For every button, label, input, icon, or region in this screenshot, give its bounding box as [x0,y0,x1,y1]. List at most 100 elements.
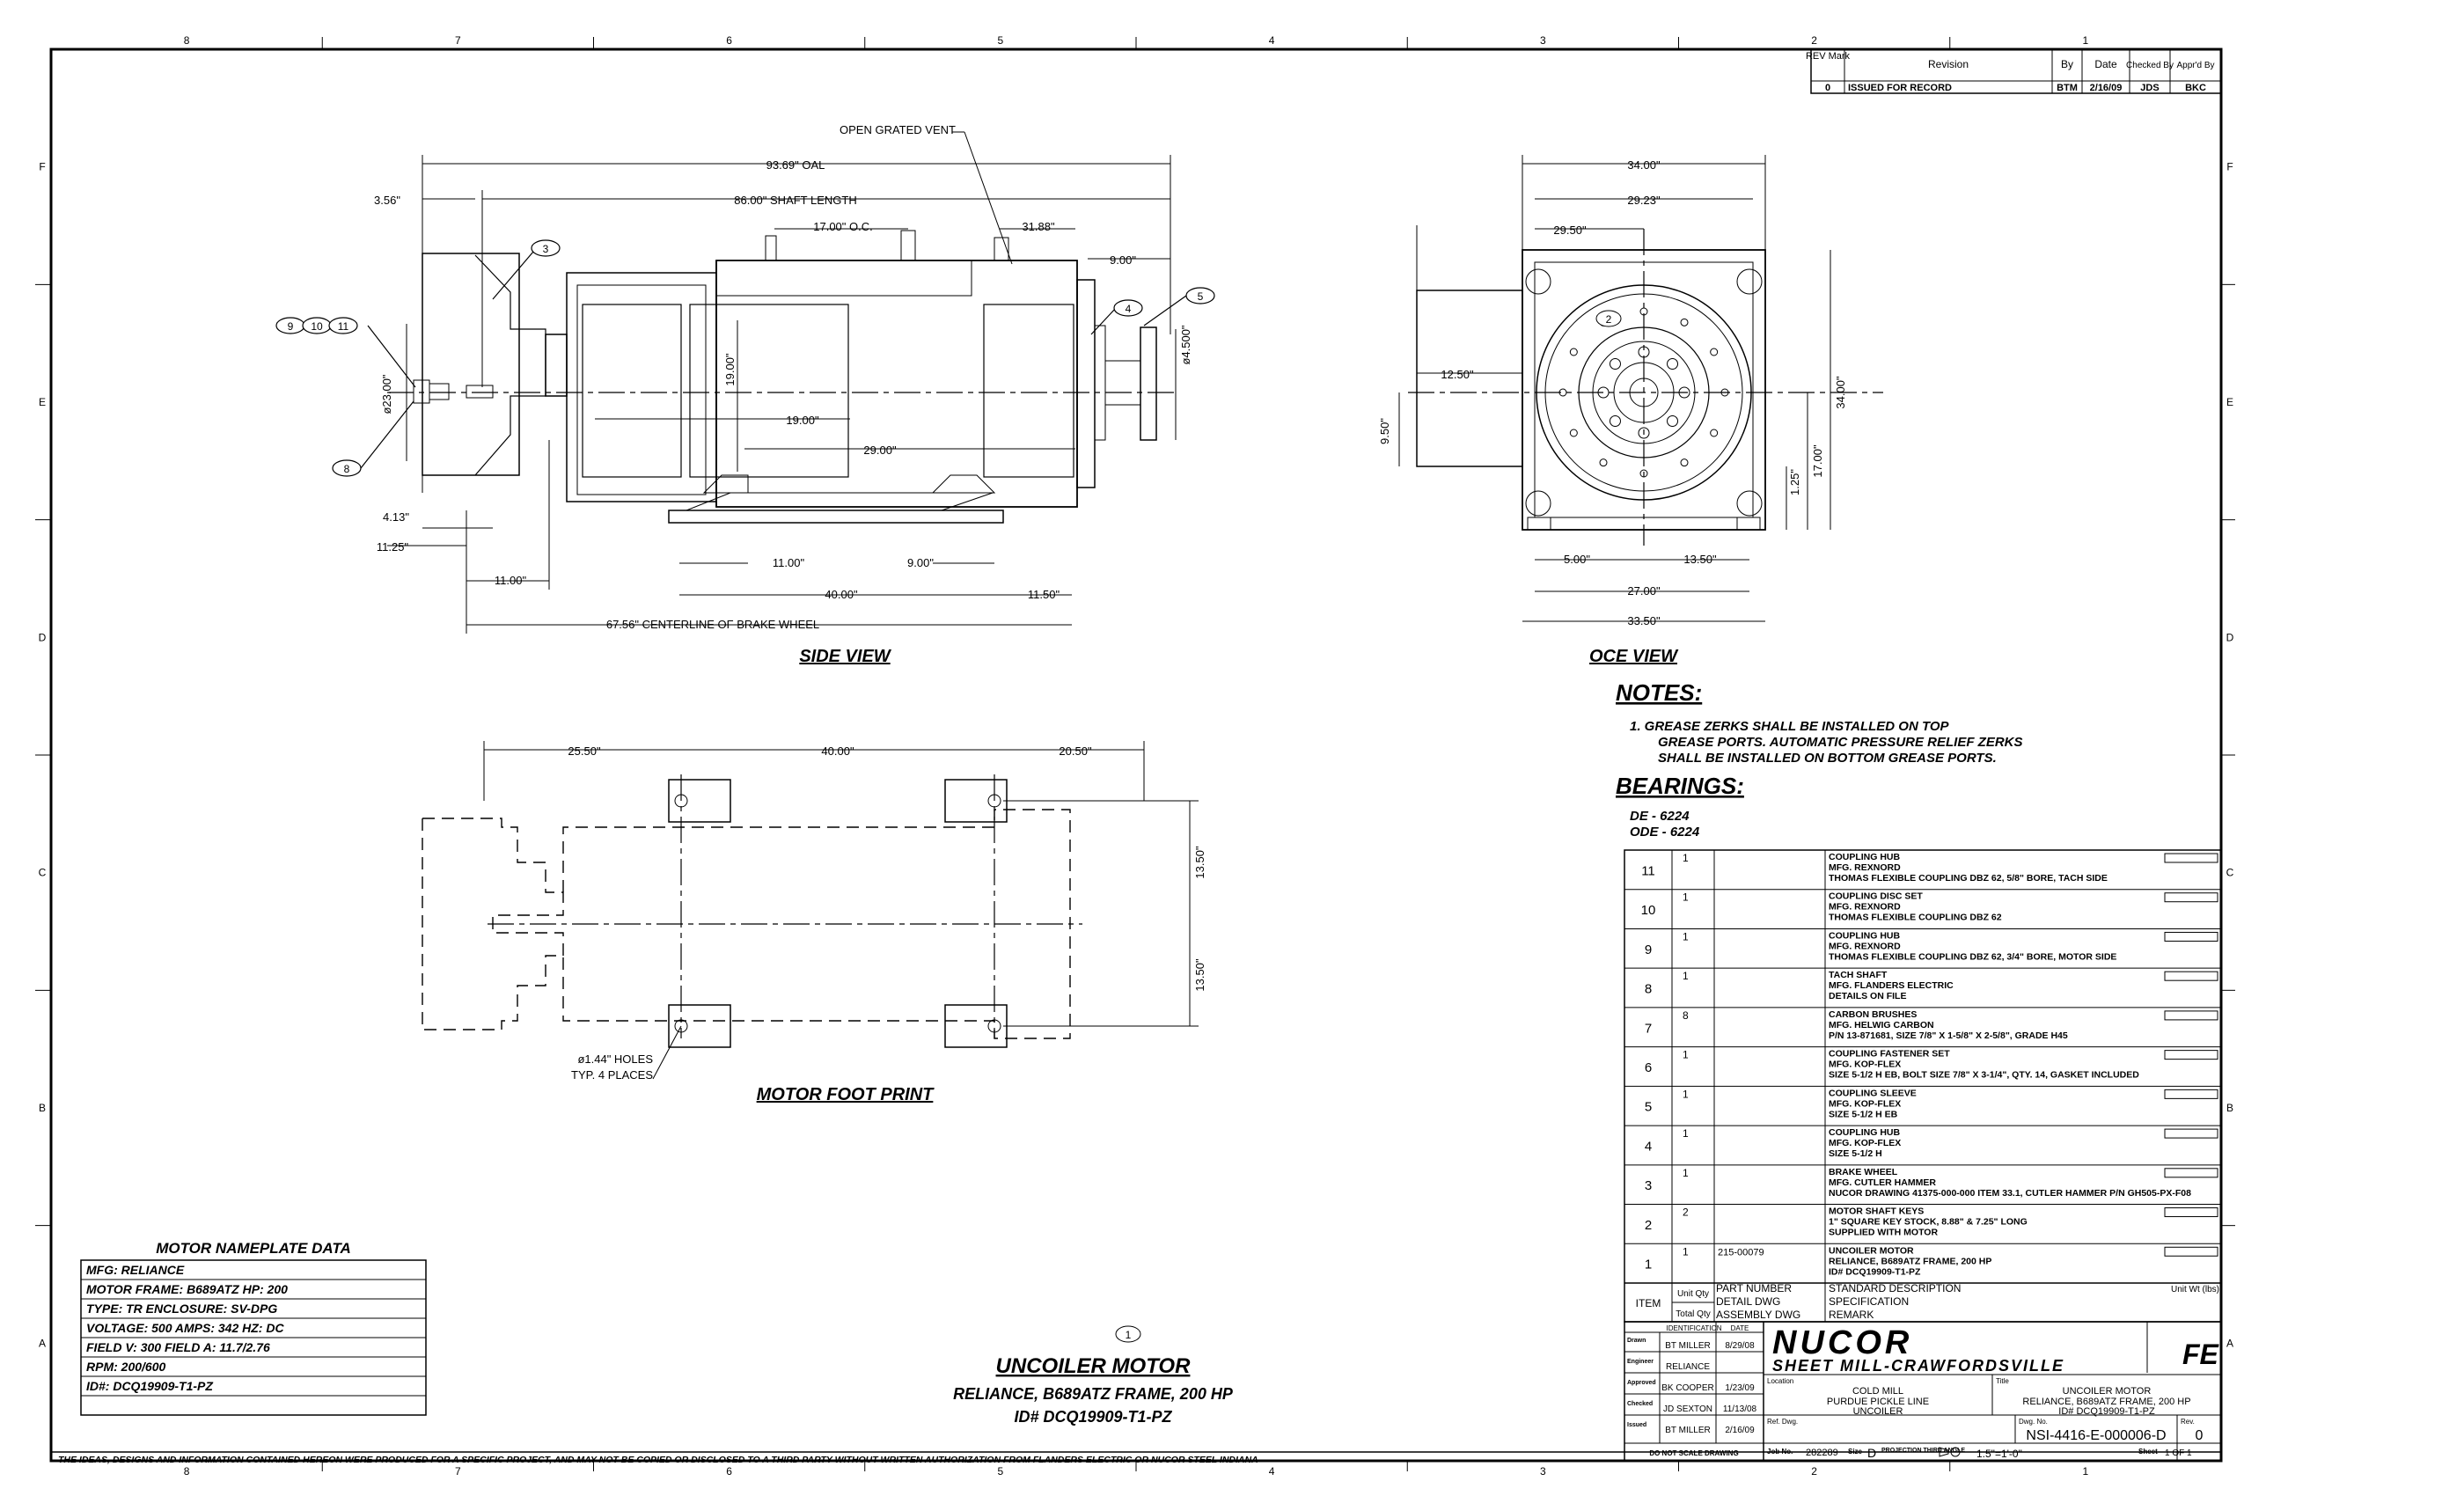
rev-row-date: 2/16/09 [2090,83,2123,93]
bom-description-line: NUCOR DRAWING 41375-000-000 ITEM 33.1, C… [1829,1188,2191,1199]
bom-qty: 1 [1683,1049,1689,1061]
rev-hdr-checked: Checked By [2126,61,2174,70]
nameplate-row: TYPE: TR ENCLOSURE: SV-DPG [86,1302,277,1316]
bom-description-line: TACH SHAFT [1829,970,1888,980]
dim-2300: ø23.00" [380,374,393,414]
bom-qty: 1 [1683,970,1689,982]
tb-size: D [1867,1446,1876,1460]
oce-view-title: OCE VIEW [1589,647,1679,666]
bom-hdr-detail: DETAIL DWG [1716,1295,1780,1308]
notes-line3: SHALL BE INSTALLED ON BOTTOM GREASE PORT… [1658,751,1997,766]
bom-description-line: THOMAS FLEXIBLE COUPLING DBZ 62 [1829,913,2002,923]
dim-oce-3400h: 34.00" [1834,376,1847,409]
tb-company: NUCOR [1772,1324,1912,1361]
balloon-8: 8 [344,463,350,475]
bom-item-no: 10 [1641,903,1656,918]
row-marker: C [39,867,47,879]
tb-rev-label: Rev. [2181,1418,2195,1426]
tb-dwg-no: NSI-4416-E-000006-D [2026,1428,2166,1443]
dim-1125: 11.25" [377,540,409,554]
dim-oce-3400w: 34.00" [1627,158,1661,172]
tb-col-date: DATE [1731,1324,1749,1332]
dim-6756: 67.56" CENTERLINE OF BRAKE WHEEL [606,618,819,631]
tb-sheet-label: Sheet [2138,1448,2158,1456]
rev-row-apprd: BKC [2185,83,2206,93]
column-marker: 8 [184,34,190,47]
tb-projection: PROJECTION THIRD ANGLE [1881,1448,1965,1454]
tb-name: BK COOPER [1661,1383,1713,1393]
dim-oce-2950: 29.50" [1553,224,1587,237]
rev-row-text: ISSUED FOR RECORD [1848,83,1952,93]
bom-description-line: MFG. HELWIG CARBON [1829,1020,1934,1030]
nameplate-row: MFG: RELIANCE [86,1263,185,1277]
bom-description-line: MFG. REXNORD [1829,862,1901,873]
bom-description-line: MFG. REXNORD [1829,941,1901,951]
bom-qty: 1 [1683,1088,1689,1100]
bom-item-no: 3 [1645,1178,1652,1193]
tb-location-1: COLD MILL [1852,1386,1903,1397]
bearing-ode: ODE - 6224 [1630,825,1700,840]
bom-description-line: RELIANCE, B689ATZ FRAME, 200 HP [1829,1256,1991,1266]
bom-description-line: CARBON BRUSHES [1829,1009,1917,1020]
tb-division: SHEET MILL-CRAWFORDSVILLE [1772,1357,2064,1375]
side-view-title: SIDE VIEW [799,647,891,666]
bom-description-line: ID# DCQ19909-T1-PZ [1829,1266,1921,1277]
tb-ref-label: Ref. Dwg. [1767,1418,1798,1426]
dim-1100a: 11.00" [495,574,527,587]
dim-1900v: 19.00" [723,353,737,386]
dim-oal: 93.69" OAL [766,158,825,172]
bom-description-line: MFG. KOP-FLEX [1829,1098,1901,1109]
balloon-5: 5 [1198,290,1204,303]
dim-fp-2050: 20.50" [1059,744,1092,758]
projection-symbol [1939,1447,1961,1457]
nameplate-row: FIELD V: 300 FIELD A: 11.7/2.76 [86,1340,270,1354]
tb-name: JD SEXTON [1663,1404,1712,1414]
bom-hdr-unit-qty: Unit Qty [1677,1289,1709,1299]
bom-hdr-remark: REMARK [1829,1309,1874,1321]
bom-description-line: THOMAS FLEXIBLE COUPLING DBZ 62, 3/4" BO… [1829,951,2116,962]
column-marker: 4 [1269,1465,1275,1478]
tb-job-no: 282289 [1806,1448,1838,1458]
row-marker: E [39,396,46,408]
bom-item-no: 1 [1645,1258,1652,1272]
main-title: 1 UNCOILER MOTOR RELIANCE, B689ATZ FRAME… [953,1325,1234,1426]
main-balloon: 1 [1126,1329,1132,1341]
bom-part-number: 215-00079 [1718,1247,1764,1258]
notes-block: NOTES: 1. GREASE ZERKS SHALL BE INSTALLE… [1616,679,2023,840]
bom-description-line: THOMAS FLEXIBLE COUPLING DBZ 62, 5/8" BO… [1829,873,2108,884]
tb-role: Checked [1627,1401,1653,1407]
dim-900a: 9.00" [1110,253,1136,267]
bom-hdr-std: STANDARD DESCRIPTION [1829,1282,1961,1294]
dim-fp-1350a: 13.50" [1193,846,1206,879]
tb-role: Engineer [1627,1359,1654,1365]
row-marker: D [39,631,47,643]
bom-hdr-unit-wt: Unit Wt (lbs) [2171,1285,2219,1294]
nameplate-row: MOTOR FRAME: B689ATZ HP: 200 [86,1282,288,1296]
bom-description-line: BRAKE WHEEL [1829,1167,1898,1177]
bom-qty: 8 [1683,1009,1689,1022]
bom-description-line: MFG. FLANDERS ELECTRIC [1829,980,1954,991]
balloon-2: 2 [1606,313,1612,326]
tb-logo: FE [2182,1338,2220,1370]
bom-hdr-part: PART NUMBER [1716,1282,1792,1294]
disclaimer: THE IDEAS, DESIGNS AND INFORMATION CONTA… [58,1455,1258,1465]
bom-item-no: 6 [1645,1060,1652,1075]
bom-qty: 1 [1683,852,1689,864]
column-marker: 8 [184,1465,190,1478]
tb-dwg-label: Dwg. No. [2019,1418,2048,1426]
nameplate-row: RPM: 200/600 [86,1360,165,1374]
tb-role: Issued [1627,1422,1646,1428]
side-view: 93.69" OAL 86.00" SHAFT LENGTH 17.00" O.… [275,123,1215,666]
nameplate-title: MOTOR NAMEPLATE DATA [156,1240,351,1257]
tb-col-identification: IDENTIFICATION [1667,1324,1722,1332]
dim-4000: 40.00" [825,588,858,601]
